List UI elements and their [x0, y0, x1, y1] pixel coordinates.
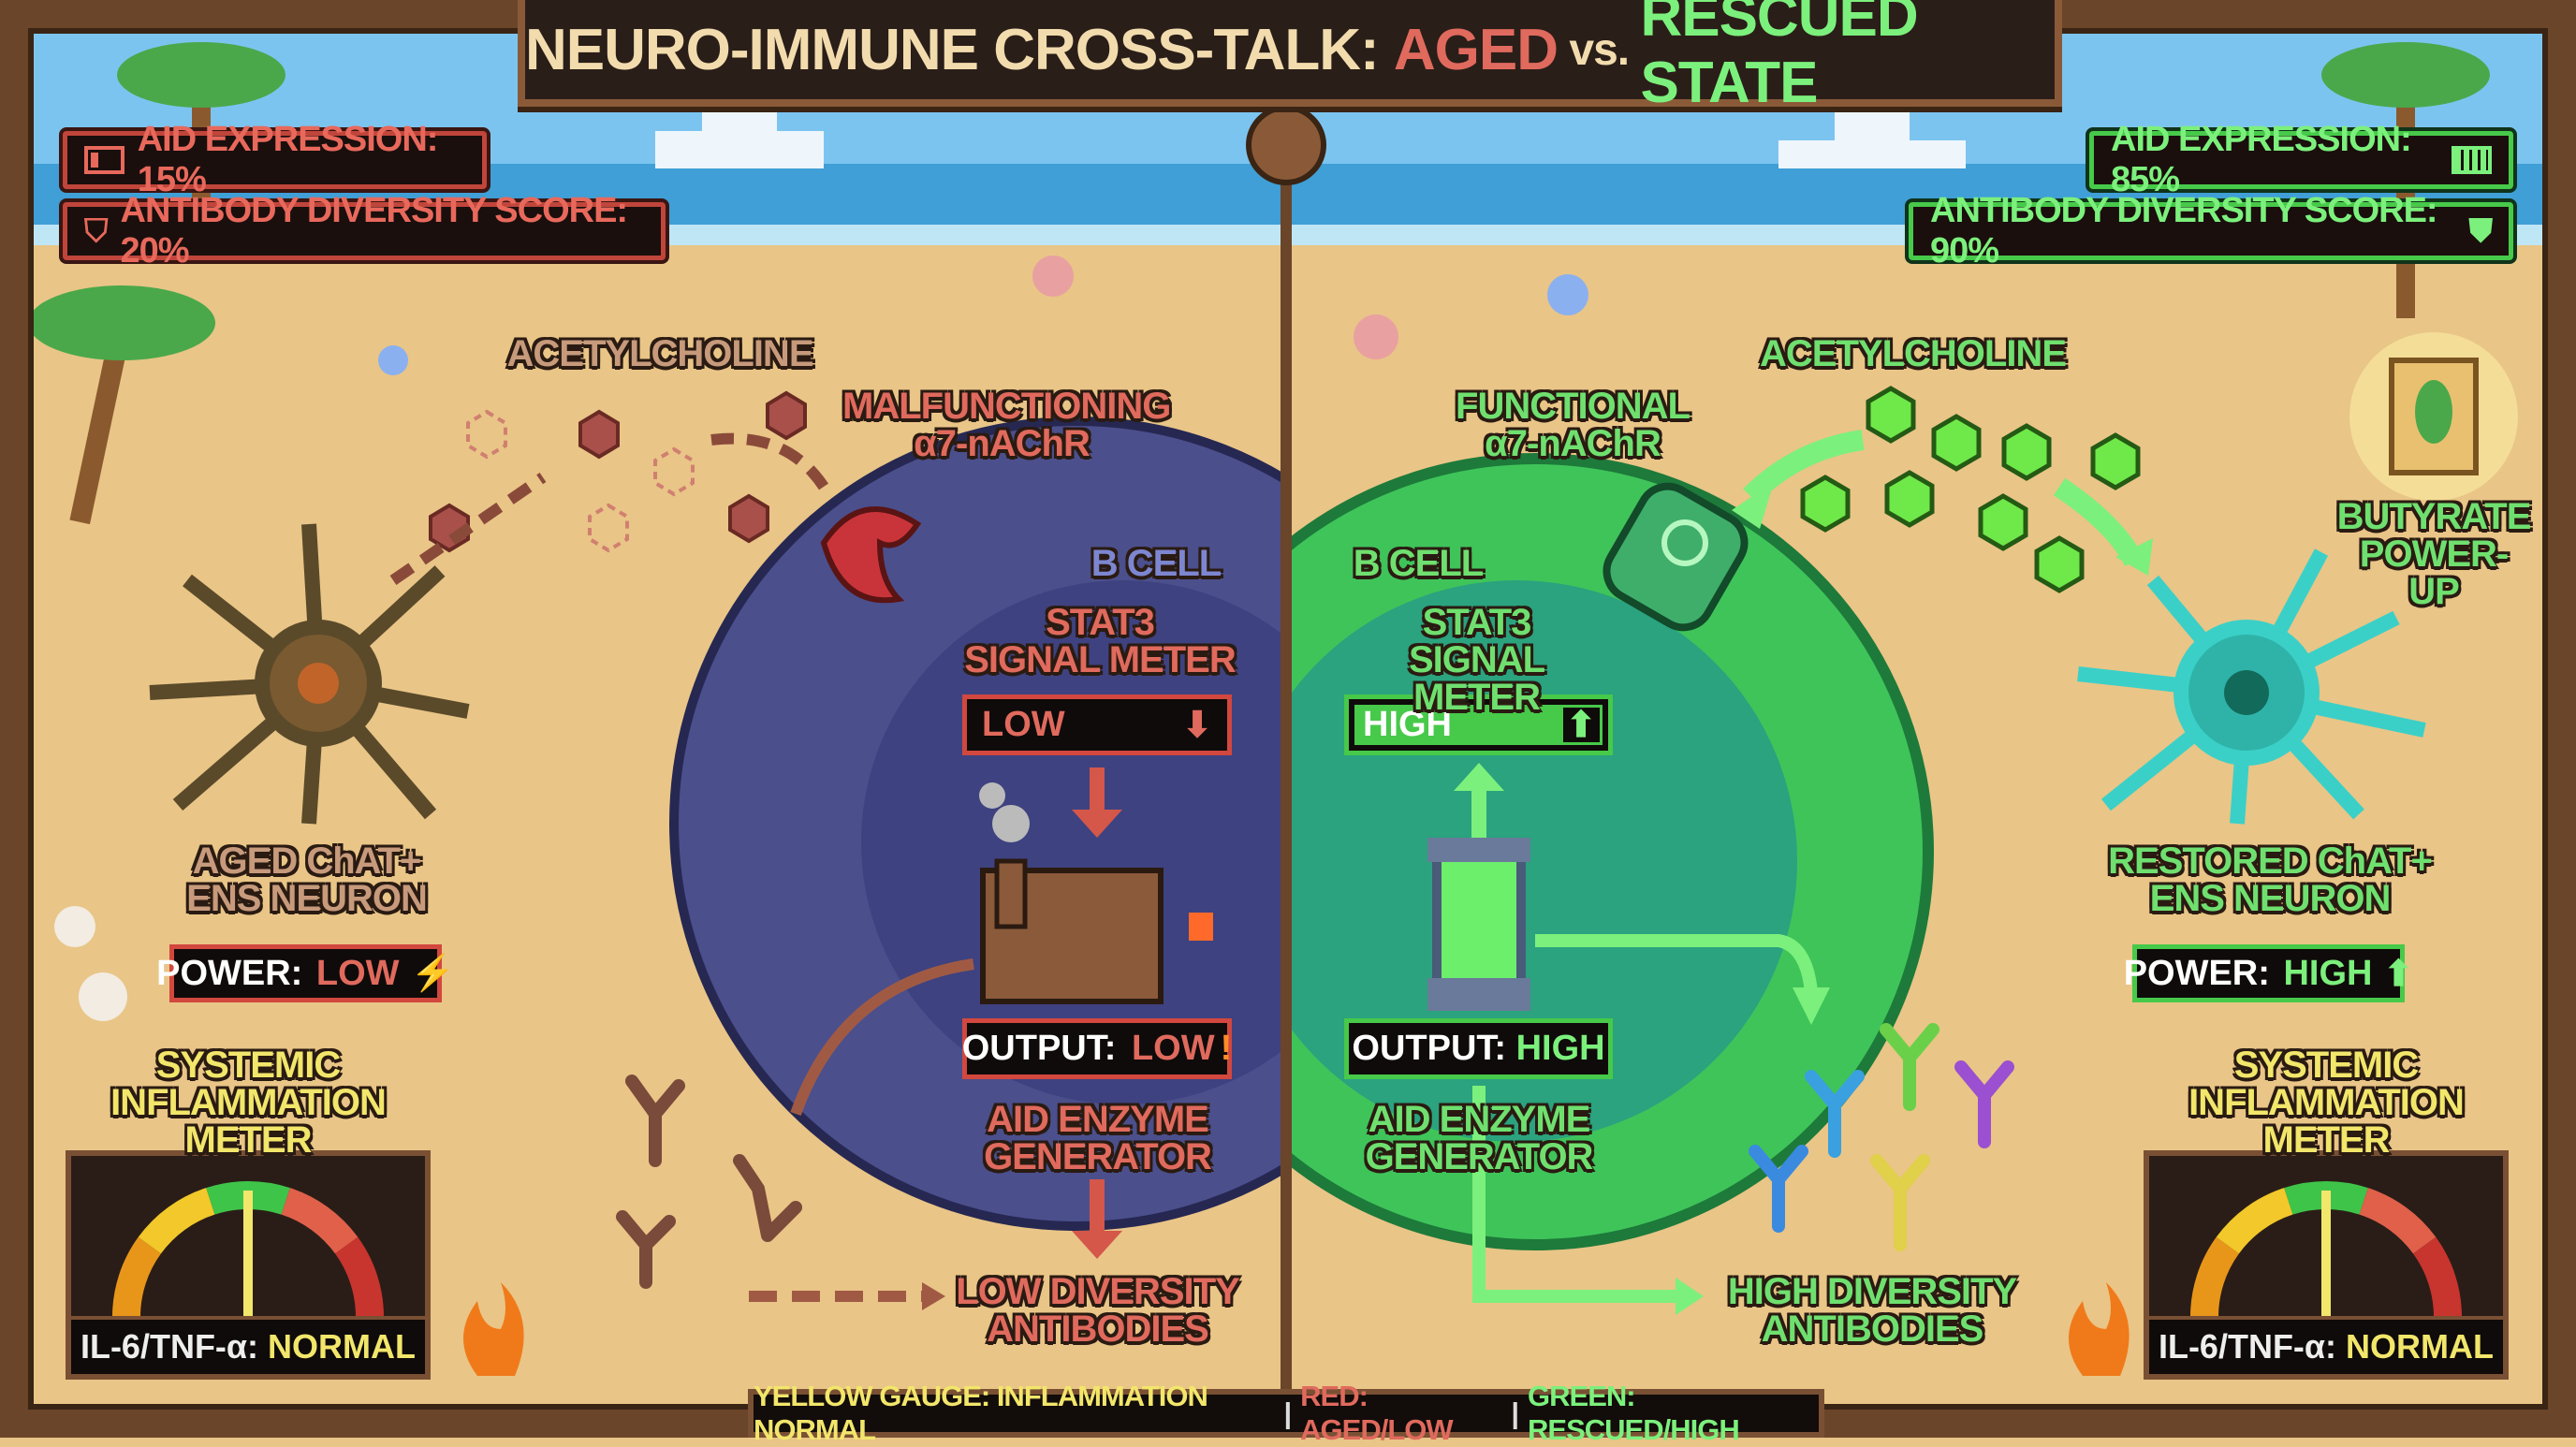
seashell-icon: [1547, 274, 1588, 315]
rusty-generator-icon: [979, 782, 1213, 1004]
shield-icon: ⛊: [2468, 212, 2493, 249]
gauge-segment: [2190, 1236, 2240, 1318]
restored-neuron-icon: [2077, 548, 2426, 825]
cloud: [655, 103, 1966, 168]
legend-red: RED: AGED/LOW: [1300, 1380, 1454, 1446]
rescued-output-box: OUTPUT: HIGH: [1344, 1018, 1613, 1079]
seashell-icon: [54, 906, 95, 947]
aged-diversity-text: ANTIBODY DIVERSITY SCORE: 20%: [120, 191, 629, 270]
shield-broken-icon: ⛉: [84, 212, 108, 249]
gauge-segment: [2412, 1236, 2462, 1318]
aged-stat3-value: LOW: [982, 705, 1065, 744]
rescued-aid-expression-badge: AID EXPRESSION: 85%: [2089, 120, 2513, 199]
battery-full-icon: [2452, 146, 2492, 174]
aged-inflammation-gauge: IL-6/TNF-α: NORMAL: [66, 1150, 431, 1380]
flame-icon: [2069, 1282, 2130, 1376]
acetylcholine-molecules-aged: [429, 390, 807, 553]
palm-tree-icon: [28, 285, 215, 525]
aged-neuron-label: AGED ChAT+ENS NEURON: [186, 840, 428, 919]
seashell-icon: [79, 972, 127, 1021]
aged-stat3-meter: LOW ⬇: [962, 694, 1232, 755]
seashell-icon: [1354, 314, 1398, 359]
legend-separator: |: [1283, 1396, 1292, 1429]
aged-aid-expression-text: AID EXPRESSION: 15%: [137, 120, 439, 199]
rescued-antibody-diversity-badge: ANTIBODY DIVERSITY SCORE: 90% ⛊: [1909, 191, 2513, 270]
page-title: NEURO-IMMUNE CROSS-TALK: AGED vs. RESCUE…: [518, 0, 2062, 115]
rescued-diversity-text: ANTIBODY DIVERSITY SCORE: 90%: [1930, 191, 2438, 270]
rescued-gauge-reading-value: NORMAL: [2346, 1327, 2495, 1366]
rescued-stat3-fill: [1357, 708, 1564, 742]
gauge-segment: [281, 1188, 359, 1254]
rescued-output-value: HIGH: [1515, 1029, 1605, 1068]
aged-power-box: POWER: LOW ⚡: [156, 944, 455, 1002]
butyrate-scroll-icon: [2349, 332, 2518, 501]
rescued-inflammation-gauge: IL-6/TNF-α: NORMAL: [2144, 1150, 2509, 1380]
diverse-antibodies-icon: [1749, 1023, 2014, 1251]
gauge-segment: [2359, 1188, 2437, 1254]
aged-gauge-reading-label: IL-6/TNF-α:: [80, 1327, 269, 1366]
legend-yellow: YELLOW GAUGE: INFLAMMATION NORMAL: [754, 1380, 1208, 1446]
gauge-segment: [138, 1188, 215, 1254]
legend-separator: |: [1511, 1396, 1519, 1429]
rescued-power-value: HIGH: [2283, 953, 2373, 993]
aged-antibody-diversity-badge: ⛉ ANTIBODY DIVERSITY SCORE: 20%: [63, 191, 666, 270]
rescued-b-cell-label: B CELL: [1353, 543, 1484, 584]
gauge-segment: [334, 1236, 384, 1318]
rescued-power-box: POWER: HIGH ⬆: [2124, 944, 2413, 1002]
gauge-segment: [2216, 1188, 2293, 1254]
aged-power-label: POWER:: [156, 953, 313, 993]
glowing-canister-icon: [1427, 838, 1530, 1011]
battery-low-icon: [84, 146, 124, 174]
aged-output-value: LOW: [1131, 1029, 1215, 1068]
aged-output-label: OUTPUT:: [961, 1029, 1126, 1068]
broken-signal-icon: ⚡: [410, 954, 455, 993]
aged-aid-expression-badge: AID EXPRESSION: 15%: [63, 120, 487, 199]
rescued-aid-expression-text: AID EXPRESSION: 85%: [2111, 120, 2412, 199]
rescued-power-label: POWER:: [2123, 953, 2280, 993]
functional-receptor-icon: [1603, 482, 1749, 632]
exclamation-icon: !: [1220, 1029, 1233, 1068]
rescued-output-label: OUTPUT:: [1352, 1029, 1516, 1068]
rescued-stat3-value: HIGH: [1363, 705, 1452, 744]
title-aged: AGED: [1393, 17, 1559, 82]
title-rescued: RESCUED STATE: [1640, 0, 1918, 115]
aged-neuron-icon: [149, 523, 470, 825]
rescued-stat3-meter: HIGH ⬆: [1344, 694, 1613, 755]
rescued-gauge-reading-label: IL-6/TNF-α:: [2158, 1327, 2347, 1366]
seashell-icon: [378, 345, 408, 375]
rescued-acetylcholine-label: ACETYLCHOLINE: [1760, 333, 2067, 374]
arrow-up-icon: ⬆: [2383, 954, 2414, 994]
aged-gauge-reading-value: NORMAL: [268, 1327, 417, 1366]
arrow-up-icon: ⬆: [1566, 706, 1596, 745]
gauge-segment: [112, 1236, 162, 1318]
title-prefix: NEURO-IMMUNE CROSS-TALK:: [525, 17, 1394, 82]
center-divider: [1281, 112, 1292, 1404]
rescued-neuron-label: RESTORED ChAT+ENS NEURON: [2108, 840, 2433, 919]
flame-icon: [463, 1282, 524, 1376]
malfunctioning-receptor-icon: [820, 506, 922, 604]
acetylcholine-molecules-rescued: [1800, 386, 2141, 593]
aged-acetylcholine-label: ACETYLCHOLINE: [506, 333, 814, 374]
broken-antibodies-icon: [616, 1074, 802, 1289]
aged-output-box: OUTPUT: LOW !: [962, 1018, 1232, 1079]
arrow-down-icon: ⬇: [1182, 706, 1212, 745]
legend-green: GREEN: RESCUED/HIGH: [1528, 1380, 1740, 1446]
seashell-icon: [1032, 256, 1074, 297]
title-vs: vs.: [1558, 24, 1641, 75]
aged-b-cell-label: B CELL: [1090, 543, 1222, 584]
aged-power-value: LOW: [315, 953, 400, 993]
color-legend: YELLOW GAUGE: INFLAMMATION NORMAL | RED:…: [748, 1380, 1824, 1446]
